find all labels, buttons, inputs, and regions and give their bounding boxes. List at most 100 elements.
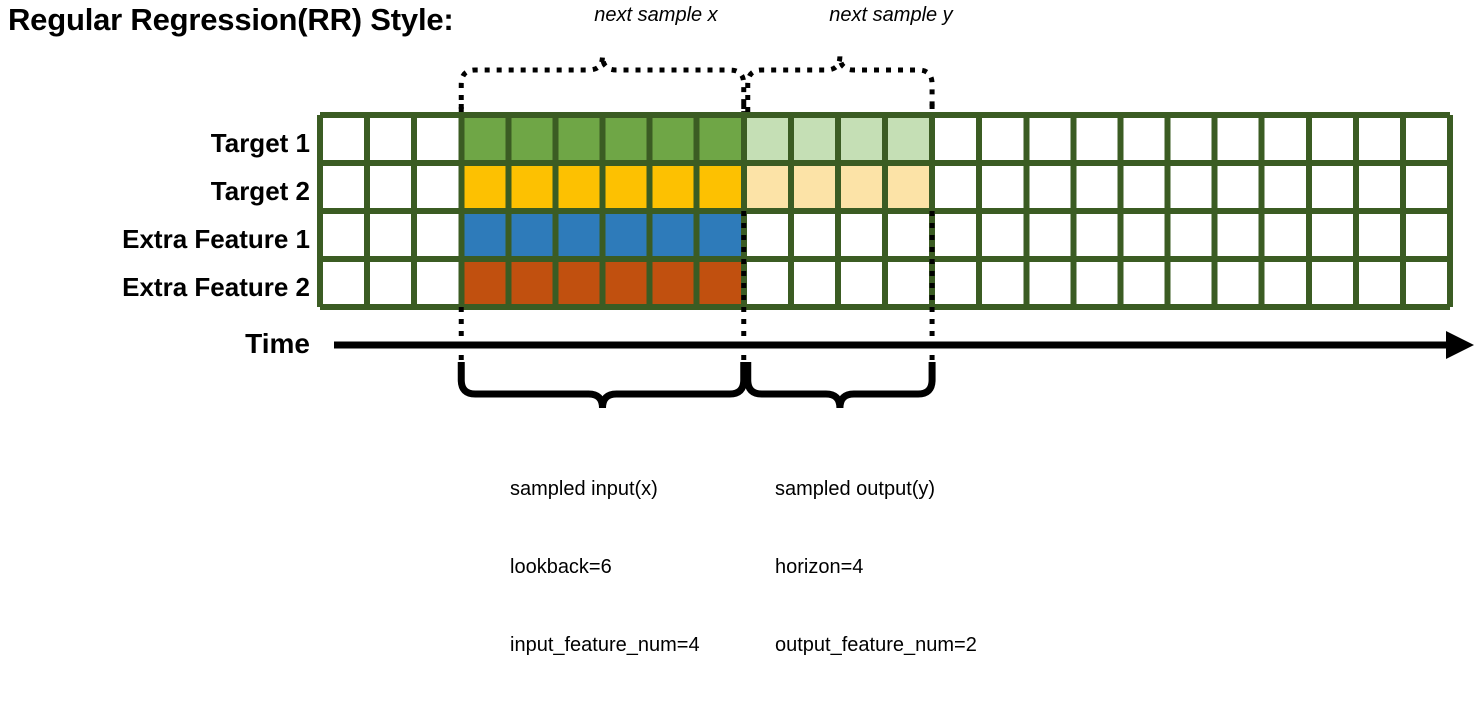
grid-cell-target-2-18 — [1167, 163, 1215, 211]
grid-cell-extra-feature-1-13 — [932, 211, 980, 259]
grid-cell-extra-feature-2-23 — [1402, 259, 1450, 307]
caption-sampled-input-line-2: lookback=6 — [510, 556, 612, 578]
brace-label-next-sample-y: next sample y — [829, 4, 953, 26]
grid-cell-target-1-0 — [320, 115, 368, 163]
grid-cell-target-1-23 — [1402, 115, 1450, 163]
grid-cell-target-1-18 — [1167, 115, 1215, 163]
grid-cell-target-2-6 — [602, 163, 650, 211]
grid-cell-extra-feature-1-0 — [320, 211, 368, 259]
grid-cell-extra-feature-1-8 — [696, 211, 744, 259]
grid-cell-extra-feature-1-9 — [743, 211, 791, 259]
grid-cell-extra-feature-1-17 — [1120, 211, 1168, 259]
brace-next-sample-x — [458, 55, 747, 112]
grid-cell-target-2-9 — [743, 163, 791, 211]
grid-cell-target-2-14 — [979, 163, 1027, 211]
grid-cell-extra-feature-1-10 — [790, 211, 838, 259]
grid-cell-extra-feature-1-12 — [885, 211, 933, 259]
grid-cell-extra-feature-1-11 — [837, 211, 885, 259]
grid-cell-extra-feature-2-22 — [1355, 259, 1403, 307]
grid-cell-extra-feature-1-3 — [461, 211, 509, 259]
time-axis-label: Time — [245, 328, 310, 359]
grid-cell-extra-feature-2-8 — [696, 259, 744, 307]
brace-label-next-sample-x: next sample x — [594, 4, 718, 26]
grid-cell-target-2-5 — [555, 163, 603, 211]
grid-cell-target-1-12 — [885, 115, 933, 163]
grid-cell-target-1-17 — [1120, 115, 1168, 163]
brace-sampled-output — [744, 362, 936, 409]
grid-cell-target-2-20 — [1261, 163, 1309, 211]
grid-cell-target-2-3 — [461, 163, 509, 211]
grid-cell-target-1-3 — [461, 115, 509, 163]
grid-cell-target-2-2 — [414, 163, 462, 211]
grid-cell-extra-feature-2-19 — [1214, 259, 1262, 307]
grid-cell-target-2-8 — [696, 163, 744, 211]
grid-cell-target-2-11 — [837, 163, 885, 211]
grid-cell-extra-feature-2-11 — [837, 259, 885, 307]
diagram-artwork — [317, 55, 1474, 409]
grid-cell-extra-feature-2-4 — [508, 259, 556, 307]
grid-cell-extra-feature-2-12 — [885, 259, 933, 307]
grid-cell-extra-feature-2-6 — [602, 259, 650, 307]
grid-cell-extra-feature-2-1 — [367, 259, 415, 307]
grid-cell-target-1-13 — [932, 115, 980, 163]
grid-cell-extra-feature-2-14 — [979, 259, 1027, 307]
grid-cell-extra-feature-2-10 — [790, 259, 838, 307]
row-label-extra-feature-2: Extra Feature 2 — [122, 272, 310, 302]
grid-cell-extra-feature-2-7 — [649, 259, 697, 307]
grid-cell-target-1-4 — [508, 115, 556, 163]
grid-cell-extra-feature-1-16 — [1073, 211, 1121, 259]
grid-cells — [320, 115, 1450, 307]
caption-sampled-input-line-3: input_feature_num=4 — [510, 634, 700, 656]
caption-sampled-output-line-3: output_feature_num=2 — [775, 634, 977, 656]
grid-cell-extra-feature-1-20 — [1261, 211, 1309, 259]
grid-cell-target-2-12 — [885, 163, 933, 211]
grid-cell-extra-feature-1-5 — [555, 211, 603, 259]
caption-sampled-output-line-2: horizon=4 — [775, 556, 864, 578]
top-braces — [458, 55, 935, 112]
grid-cell-extra-feature-1-19 — [1214, 211, 1262, 259]
grid-cell-extra-feature-2-0 — [320, 259, 368, 307]
grid-cell-extra-feature-1-22 — [1355, 211, 1403, 259]
time-axis-arrow-icon — [1446, 331, 1474, 359]
grid-cell-target-1-21 — [1308, 115, 1356, 163]
page-title: Regular Regression(RR) Style: — [8, 2, 454, 37]
grid-cell-extra-feature-1-4 — [508, 211, 556, 259]
row-label-target-1: Target 1 — [210, 128, 310, 158]
grid-cell-extra-feature-2-20 — [1261, 259, 1309, 307]
grid-cell-extra-feature-1-1 — [367, 211, 415, 259]
grid-cell-target-2-23 — [1402, 163, 1450, 211]
caption-sampled-input-line-1: sampled input(x) — [510, 478, 658, 500]
grid-cell-target-2-4 — [508, 163, 556, 211]
grid-cell-extra-feature-1-14 — [979, 211, 1027, 259]
grid-cell-target-1-7 — [649, 115, 697, 163]
grid-cell-target-2-1 — [367, 163, 415, 211]
grid-cell-target-1-5 — [555, 115, 603, 163]
grid-cell-target-2-19 — [1214, 163, 1262, 211]
grid-cell-extra-feature-1-6 — [602, 211, 650, 259]
grid-cell-target-1-8 — [696, 115, 744, 163]
grid-cell-extra-feature-2-9 — [743, 259, 791, 307]
grid-cell-target-1-19 — [1214, 115, 1262, 163]
row-label-target-2: Target 2 — [210, 176, 310, 206]
grid-cell-target-1-20 — [1261, 115, 1309, 163]
grid-cell-target-2-21 — [1308, 163, 1356, 211]
grid-cell-target-2-15 — [1026, 163, 1074, 211]
grid-cell-target-2-10 — [790, 163, 838, 211]
grid-cell-extra-feature-1-21 — [1308, 211, 1356, 259]
grid-cell-extra-feature-1-2 — [414, 211, 462, 259]
grid-cell-target-1-1 — [367, 115, 415, 163]
grid-cell-extra-feature-2-16 — [1073, 259, 1121, 307]
grid-cell-extra-feature-1-18 — [1167, 211, 1215, 259]
grid-cell-extra-feature-2-2 — [414, 259, 462, 307]
grid-cell-extra-feature-1-15 — [1026, 211, 1074, 259]
grid-cell-target-1-16 — [1073, 115, 1121, 163]
grid-cell-target-2-7 — [649, 163, 697, 211]
grid-cell-target-2-0 — [320, 163, 368, 211]
brace-sampled-input — [457, 362, 748, 409]
grid-cell-target-1-6 — [602, 115, 650, 163]
time-axis — [334, 331, 1474, 359]
diagram-canvas: Regular Regression(RR) Style: Target 1 T… — [8, 2, 1474, 656]
grid-cell-extra-feature-2-18 — [1167, 259, 1215, 307]
grid-cell-target-2-13 — [932, 163, 980, 211]
grid-cell-target-1-10 — [790, 115, 838, 163]
